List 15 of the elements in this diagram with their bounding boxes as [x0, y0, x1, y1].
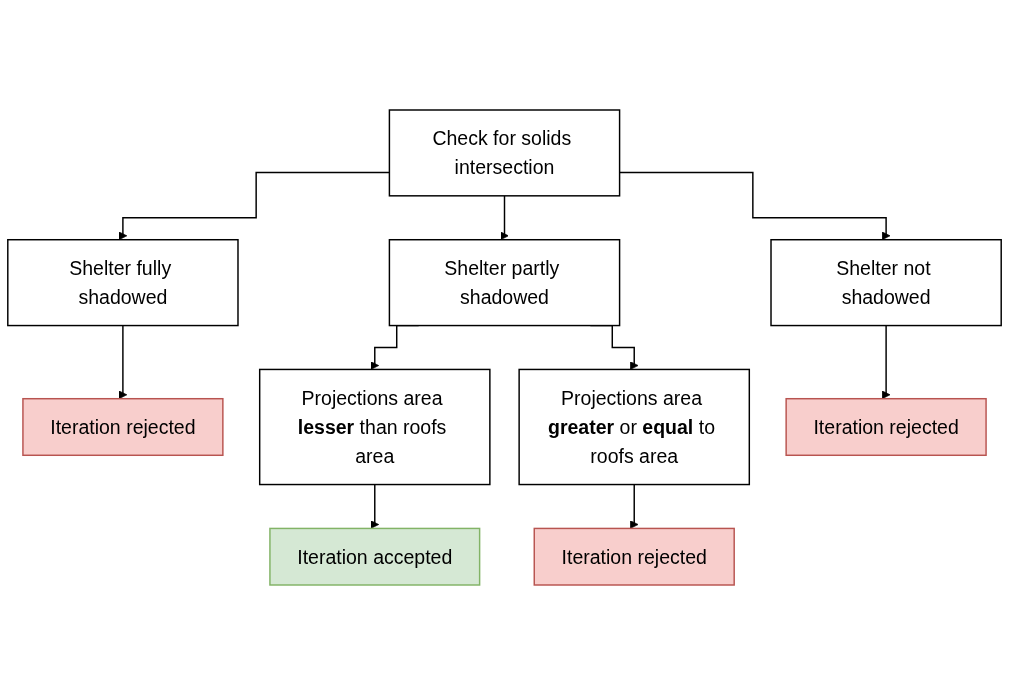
node-box: Iteration rejected: [533, 527, 735, 586]
node-box: Shelter partly shadowed: [388, 239, 621, 327]
node-box: Shelter fully shadowed: [7, 239, 239, 327]
arrow: [881, 324, 891, 400]
arrow: [629, 483, 639, 529]
node-box: Iteration rejected: [785, 397, 987, 456]
node-box: Projections area greater or equal to roofs area: [518, 368, 751, 486]
node-box: Iteration accepted: [269, 527, 481, 586]
arrow: [500, 195, 509, 241]
node-box: Check for solids intersection: [388, 109, 621, 197]
arrow: [118, 324, 128, 400]
node-box: Iteration rejected: [22, 397, 224, 456]
node-box: Shelter not shadowed: [770, 239, 1002, 327]
arrow: [370, 483, 380, 529]
node-box: Projections area lesser than roofs area: [258, 368, 491, 486]
